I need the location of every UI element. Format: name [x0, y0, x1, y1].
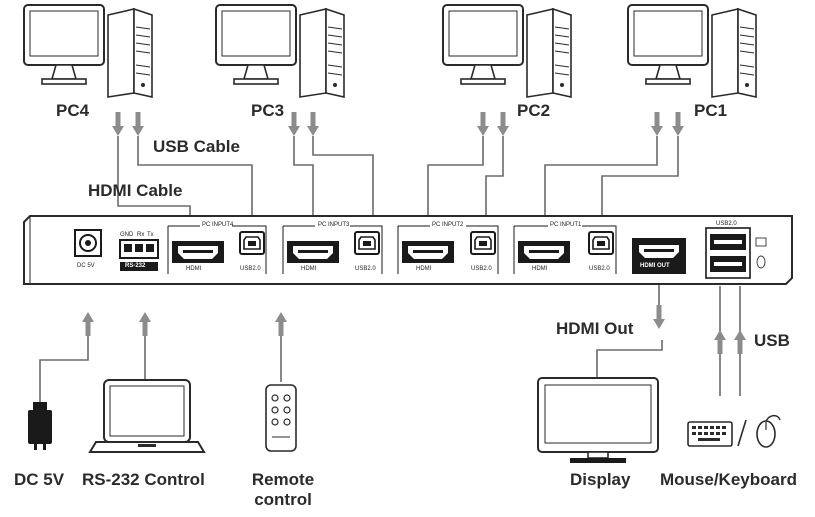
- kvm-switch-panel: [23, 215, 793, 285]
- pc3-label: PC3: [251, 101, 285, 120]
- pc2-computer: [442, 4, 572, 98]
- input4-usb-label: USB2.0: [240, 266, 261, 272]
- pc3-computer: [215, 4, 345, 98]
- keyboard-mouse-icon: [687, 414, 781, 448]
- usb-b-port-input1: [588, 231, 614, 255]
- input2-usb-label: USB2.0: [471, 266, 492, 272]
- usb-b-port-input3: [354, 231, 380, 255]
- dc-port-label: DC 5V: [77, 263, 95, 269]
- input3-usb-label: USB2.0: [355, 266, 376, 272]
- input3-hdmi-label: HDMI: [301, 266, 317, 272]
- mouse-keyboard-label: Mouse/Keyboard: [660, 470, 797, 489]
- rs232-control-label: RS-232 Control: [82, 470, 205, 489]
- pc4-computer: [23, 4, 153, 98]
- laptop-icon: [88, 379, 206, 453]
- input1-title: PC INPUT1: [550, 222, 582, 228]
- input1-hdmi-label: HDMI: [532, 266, 548, 272]
- pc1-computer: [627, 4, 757, 98]
- input3-title: PC INPUT3: [318, 222, 350, 228]
- rs232-rx-label: Rx: [137, 232, 145, 238]
- remote-control-label-line2: control: [254, 490, 312, 509]
- usb-label: USB: [754, 331, 790, 350]
- pc2-label: PC2: [517, 101, 551, 120]
- hdmi-port-input4: [172, 241, 224, 263]
- input4-hdmi-label: HDMI: [186, 266, 202, 272]
- hdmi-out-label: HDMI Out: [556, 319, 634, 338]
- rs232-tx-label: Tx: [147, 232, 154, 238]
- hdmi-port-input1: [518, 241, 570, 263]
- hdmi-cable-label: HDMI Cable: [88, 181, 183, 200]
- dc-adapter-icon: [28, 402, 52, 450]
- usb-b-port-input2: [470, 231, 496, 255]
- input4-title: PC INPUT4: [202, 222, 234, 228]
- usb-b-port-input4: [239, 231, 265, 255]
- input1-usb-label: USB2.0: [589, 266, 610, 272]
- rs232-gnd-label: GND: [120, 232, 134, 238]
- input2-title: PC INPUT2: [432, 222, 464, 228]
- usb-hub-label: USB2.0: [716, 221, 737, 227]
- hdmi-out-port-label: HDMI OUT: [640, 263, 670, 269]
- hdmi-port-input3: [287, 241, 339, 263]
- hdmi-port-input2: [402, 241, 454, 263]
- rs232-port-label: RS-232: [125, 263, 146, 269]
- input2-hdmi-label: HDMI: [416, 266, 432, 272]
- display-monitor-icon: [537, 377, 659, 463]
- display-label: Display: [570, 470, 631, 489]
- remote-control-icon: [265, 384, 297, 452]
- pc4-label: PC4: [56, 101, 90, 120]
- remote-control-label-line1: Remote: [251, 470, 315, 489]
- pc1-label: PC1: [694, 101, 728, 120]
- usb-cable-label: USB Cable: [153, 137, 240, 156]
- dc-5v-label: DC 5V: [14, 470, 65, 489]
